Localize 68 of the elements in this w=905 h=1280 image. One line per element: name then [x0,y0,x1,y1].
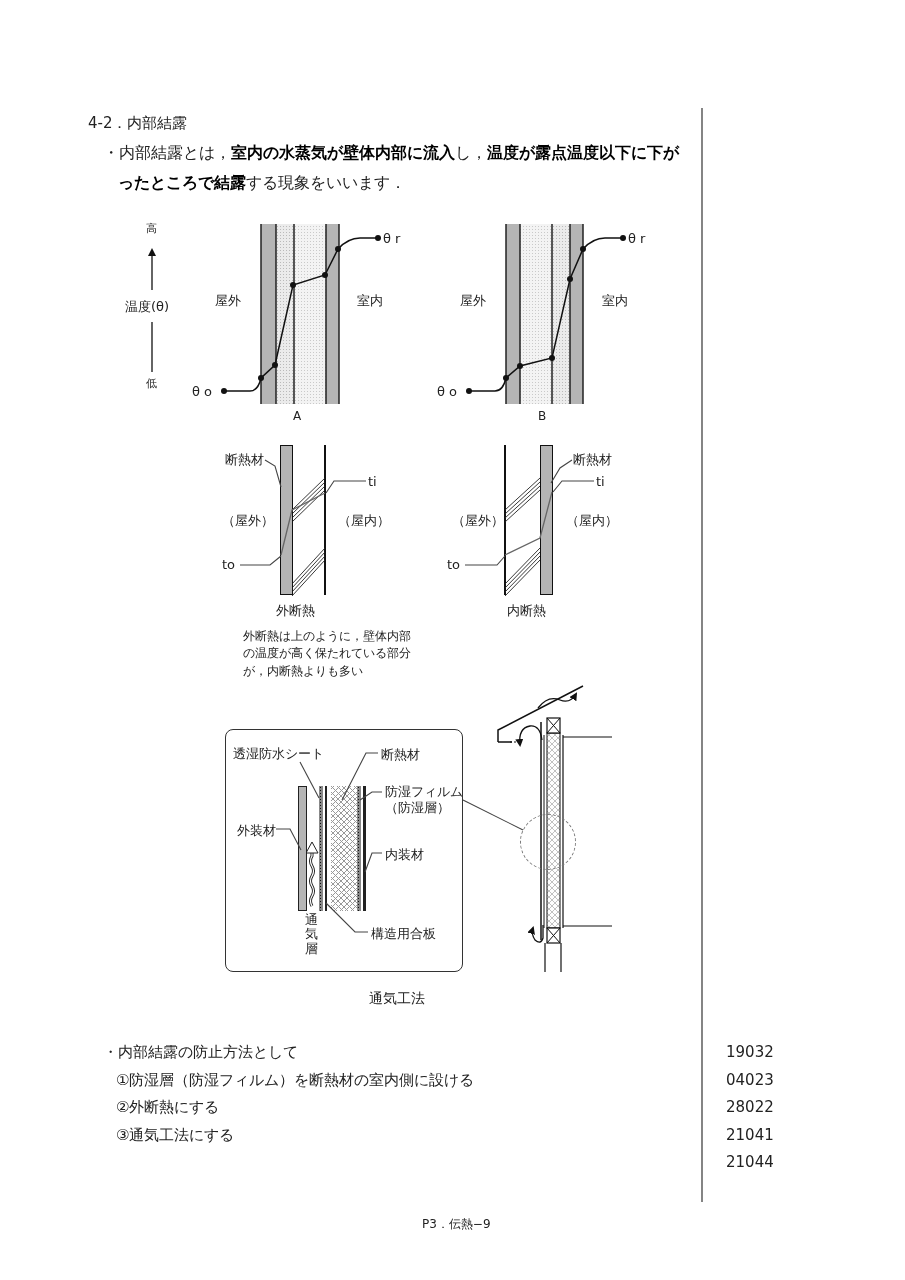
axis-label: 低 [146,377,157,391]
insulation-bar [280,445,293,595]
outdoor-label: 屋外 [215,293,241,309]
leader-line [264,459,282,488]
waterproof-sheet-layer [319,786,323,911]
diagram-label: A [293,409,302,424]
temperature-label: θ o [192,384,213,400]
reference-number: 19032 [726,1043,774,1061]
section-heading: 4-2．内部結露 [88,114,188,132]
axis-label: 温度(θ) [125,299,170,315]
leader-line [359,791,383,801]
inset-panel [225,729,463,972]
cladding-layer [298,786,307,911]
reference-number: 21044 [726,1153,774,1171]
reference-number: 28022 [726,1098,774,1116]
insulation-bar [540,445,553,595]
label-text: 断熱材 [381,747,420,763]
diagram-caption: 通気工法 [369,990,425,1007]
indoor-label: 室内 [602,293,628,309]
diagram-caption: 内断熱 [507,603,546,619]
axis-label: 高 [146,222,157,236]
outdoor-label: （屋外） [222,513,274,529]
temperature-line [503,491,554,557]
label-text: to [447,557,461,573]
note-text: 外断熱は上のように，壁体内部の温度が高く保たれている部分が，内断熱よりも多い [243,628,412,680]
label-text: 防湿フィルム（防湿層） [385,784,465,816]
intro-text: ・内部結露とは，室内の水蒸気が壁体内部に流入し，温度が露点温度以下に下がったところで結露する現象をいいます． [103,143,681,194]
label-text: 構造用合板 [371,926,436,942]
label-text: ti [368,474,377,490]
outdoor-label: 屋外 [460,293,486,309]
label-text: 内装材 [385,847,424,863]
temperature-line [279,491,327,557]
leader-line [275,828,302,851]
leader-line [364,852,383,873]
list-item: ③通気工法にする [116,1126,235,1144]
list-heading: ・内部結露の防止方法として [103,1043,298,1061]
leader-line [550,459,573,484]
indoor-label: （屋内） [338,513,390,529]
leader-line [325,902,369,933]
leader-line [325,480,367,494]
reference-number: 04023 [726,1071,774,1089]
vapour-barrier-layer [357,786,361,911]
leader-line [464,555,506,566]
reference-number: 21041 [726,1126,774,1144]
leader-line [462,799,524,831]
page-footer: P3．伝熱−9 [422,1217,491,1232]
leader-line [552,480,595,493]
temperature-label: θ o [437,384,458,400]
diagram-label: B [538,409,547,424]
indoor-label: （屋内） [566,513,618,529]
label-text: 断熱材 [573,452,612,468]
label-text: 透湿防水シート [233,746,324,762]
temperature-label: θ r [628,231,646,247]
list-item: ①防湿層（防湿フィルム）を断熱材の室内側に設ける [116,1071,475,1089]
list-item: ②外断熱にする [116,1098,220,1116]
outdoor-label: （屋外） [452,513,504,529]
interior-finish-layer [363,786,366,911]
label-text: 断熱材 [225,452,264,468]
label-text: 外装材 [237,823,276,839]
label-text: ti [596,474,605,490]
insulation-layer [331,786,357,911]
leader-line [299,761,320,799]
label-text: to [222,557,236,573]
leader-line [239,555,282,566]
temperature-label: θ r [383,231,401,247]
indoor-label: 室内 [357,293,383,309]
leader-line [341,752,379,801]
layer-label: 通気層 [305,913,318,957]
